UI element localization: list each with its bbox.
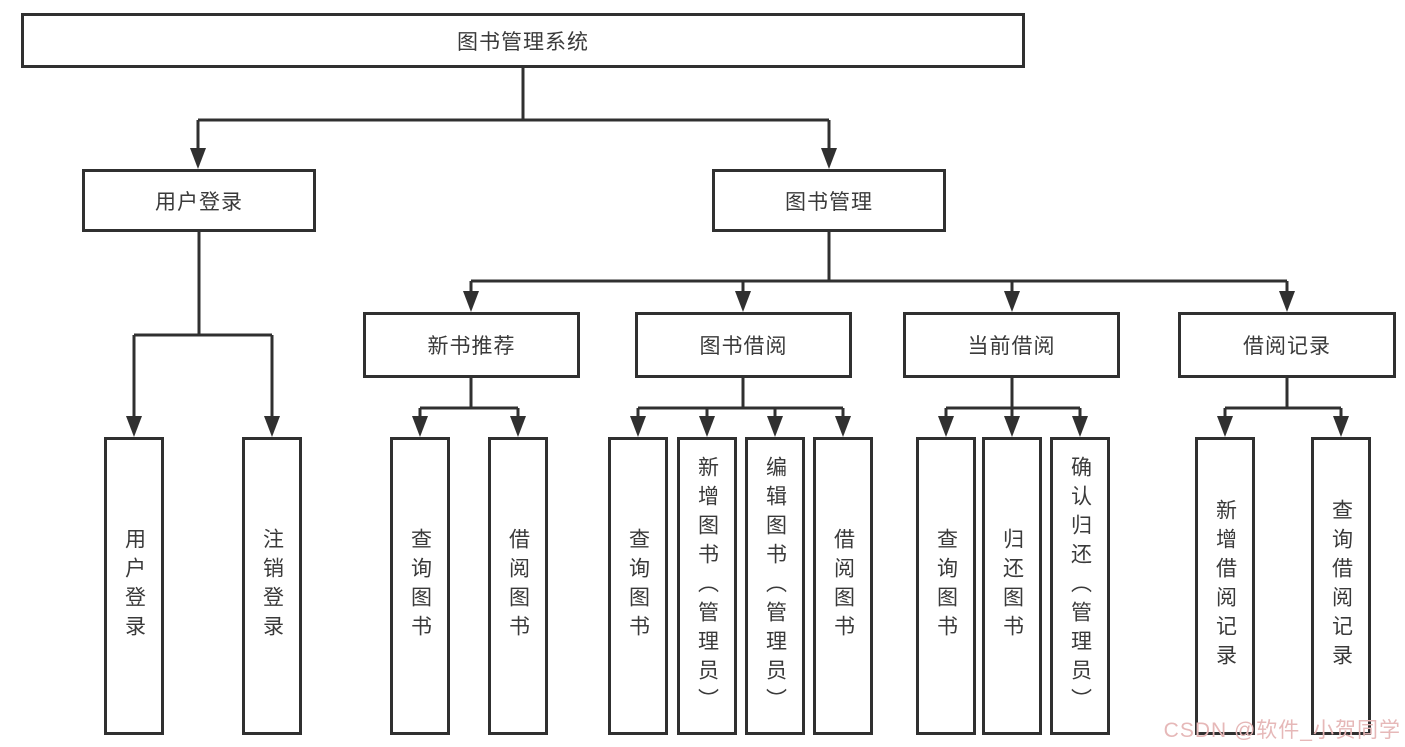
leaf-cb-query-books: 查询图书 xyxy=(916,437,976,735)
arrow-down-icon xyxy=(412,416,428,437)
node-book-management: 图书管理 xyxy=(712,169,946,232)
leaf-br-query-record: 查询借阅记录 xyxy=(1311,437,1371,735)
leaf-rec-query-books: 查询图书 xyxy=(390,437,450,735)
arrow-down-icon xyxy=(510,416,526,437)
arrow-down-icon xyxy=(126,416,142,437)
node-book-borrow: 图书借阅 xyxy=(635,312,852,378)
arrow-down-icon xyxy=(1217,416,1233,437)
arrow-down-icon xyxy=(463,291,479,312)
arrow-down-icon xyxy=(1333,416,1349,437)
leaf-cb-return-books: 归还图书 xyxy=(982,437,1042,735)
arrow-down-icon xyxy=(835,416,851,437)
connector-line xyxy=(418,378,520,421)
arrow-down-icon xyxy=(699,416,715,437)
connector-line xyxy=(132,232,274,421)
arrow-down-icon xyxy=(1072,416,1088,437)
arrow-down-icon xyxy=(938,416,954,437)
leaf-cb-confirm-return-admin: 确认归还（管理员） xyxy=(1050,437,1110,735)
leaf-bb-edit-books-admin: 编辑图书（管理员） xyxy=(745,437,805,735)
arrow-down-icon xyxy=(735,291,751,312)
node-user-login: 用户登录 xyxy=(82,169,316,232)
node-new-book-recommend: 新书推荐 xyxy=(363,312,580,378)
node-current-borrow: 当前借阅 xyxy=(903,312,1120,378)
arrow-down-icon xyxy=(1004,416,1020,437)
arrow-down-icon xyxy=(630,416,646,437)
connector-line xyxy=(944,378,1082,421)
node-borrow-records: 借阅记录 xyxy=(1178,312,1396,378)
leaf-user-login: 用户登录 xyxy=(104,437,164,735)
arrow-down-icon xyxy=(190,148,206,169)
arrow-down-icon xyxy=(821,148,837,169)
connector-line xyxy=(636,378,845,421)
csdn-watermark: CSDN @软件_小贺同学 xyxy=(1163,719,1401,742)
arrow-down-icon xyxy=(767,416,783,437)
connector-line xyxy=(1223,378,1343,421)
leaf-rec-borrow-books: 借阅图书 xyxy=(488,437,548,735)
node-root: 图书管理系统 xyxy=(21,13,1025,68)
leaf-bb-query-books: 查询图书 xyxy=(608,437,668,735)
connector-line xyxy=(469,232,1289,296)
leaf-logout: 注销登录 xyxy=(242,437,302,735)
leaf-bb-add-books-admin: 新增图书（管理员） xyxy=(677,437,737,735)
leaf-bb-borrow-books: 借阅图书 xyxy=(813,437,873,735)
arrow-down-icon xyxy=(264,416,280,437)
connector-line xyxy=(196,67,831,153)
arrow-down-icon xyxy=(1279,291,1295,312)
leaf-br-add-record: 新增借阅记录 xyxy=(1195,437,1255,735)
arrow-down-icon xyxy=(1004,291,1020,312)
